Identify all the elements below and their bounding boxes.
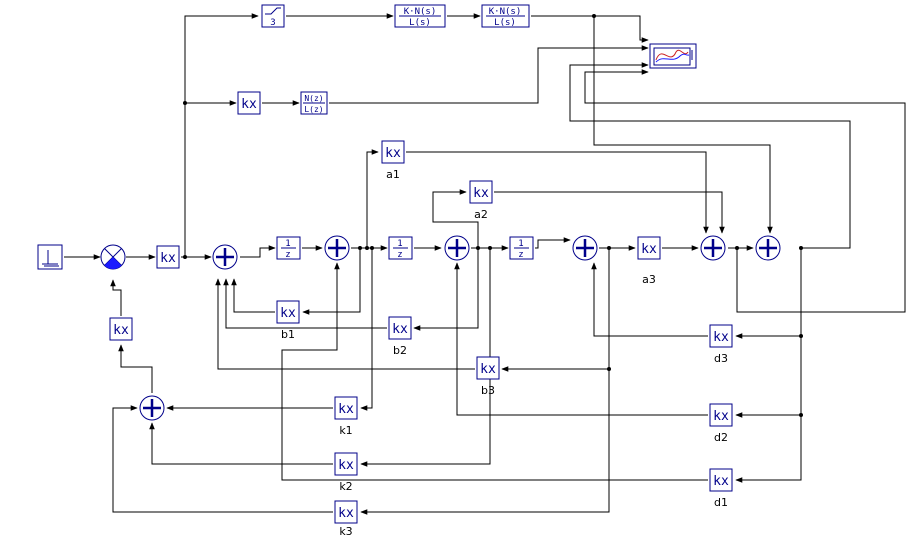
saturation-label: 3 xyxy=(270,18,275,28)
block-labels: a1 a2 a3 b1 b2 b3 k1 k2 k3 d3 d2 d1 xyxy=(281,168,728,537)
sum-block-3[interactable] xyxy=(444,235,470,261)
gain-block-k3[interactable]: kx xyxy=(334,500,358,524)
label-a2: a2 xyxy=(474,208,488,221)
gain-d1-glyph: kx xyxy=(713,474,729,489)
tf1-denominator: L(s) xyxy=(409,18,431,28)
label-k1: k1 xyxy=(339,424,352,437)
delay3-num: 1 xyxy=(518,239,523,249)
gain-block-d3[interactable]: kx xyxy=(709,324,733,348)
label-b1: b1 xyxy=(281,328,295,341)
delay3-den: z xyxy=(518,250,523,260)
delay2-den: z xyxy=(397,250,402,260)
step-source-block[interactable] xyxy=(37,244,63,270)
discrete-transfer-function[interactable]: N(z) L(z) xyxy=(300,91,328,115)
gain-a3-glyph: kx xyxy=(641,242,657,257)
delay1-den: z xyxy=(285,250,290,260)
gain-k2-glyph: kx xyxy=(338,458,354,473)
gain-block-a1[interactable]: kx xyxy=(381,140,405,164)
transfer-function-1[interactable]: K·N(s) L(s) xyxy=(394,4,446,28)
gain-b1-glyph: kx xyxy=(280,306,296,321)
unit-delay-3[interactable]: 1 z xyxy=(509,236,534,260)
label-k2: k2 xyxy=(339,480,352,493)
gain-block-b1[interactable]: kx xyxy=(276,300,300,324)
unit-delay-2[interactable]: 1 z xyxy=(388,236,413,260)
signal-wires xyxy=(64,13,906,515)
label-d1: d1 xyxy=(714,496,728,509)
gain-block-d1[interactable]: kx xyxy=(709,468,733,492)
gain-k1-glyph: kx xyxy=(338,402,354,417)
delay2-num: 1 xyxy=(397,239,402,249)
label-a3: a3 xyxy=(642,273,656,286)
gain-block-a2[interactable]: kx xyxy=(469,180,493,204)
junction-nodes xyxy=(183,14,803,417)
label-a1: a1 xyxy=(386,168,400,181)
sum-block-5[interactable] xyxy=(700,235,726,261)
unit-delay-1[interactable]: 1 z xyxy=(276,236,301,260)
gain-d2-glyph: kx xyxy=(713,409,729,424)
sum-block-6[interactable] xyxy=(755,235,781,261)
gain-feedback-glyph: kx xyxy=(113,323,129,338)
label-b3: b3 xyxy=(481,384,495,397)
gain-block-top[interactable]: kx xyxy=(237,91,261,115)
transfer-function-2[interactable]: K·N(s) L(s) xyxy=(481,4,530,28)
gain-b2-glyph: kx xyxy=(392,322,408,337)
label-b2: b2 xyxy=(393,344,407,357)
saturation-block[interactable]: 3 xyxy=(261,4,285,28)
gain-block-feedback[interactable]: kx xyxy=(109,317,133,341)
dtf-denominator: L(z) xyxy=(304,105,323,114)
gain-d3-glyph: kx xyxy=(713,330,729,345)
scope-block[interactable] xyxy=(649,43,697,69)
gain-block-b3[interactable]: kx xyxy=(476,356,500,380)
sum-block-feedback[interactable] xyxy=(139,395,165,421)
delay1-num: 1 xyxy=(285,239,290,249)
gain-block-k1[interactable]: kx xyxy=(334,396,358,420)
gain-k3-glyph: kx xyxy=(338,506,354,521)
input-summing-junction[interactable] xyxy=(100,244,126,270)
dtf-numerator: N(z) xyxy=(304,94,323,103)
sum-block-2[interactable] xyxy=(324,235,350,261)
gain-a2-glyph: kx xyxy=(473,186,489,201)
gain-block-a3[interactable]: kx xyxy=(637,236,661,260)
gain-forward-glyph: kx xyxy=(160,251,176,266)
label-d2: d2 xyxy=(714,431,728,444)
gain-block-b2[interactable]: kx xyxy=(388,316,412,340)
tf2-denominator: L(s) xyxy=(494,18,516,28)
sum-block-1[interactable] xyxy=(212,244,238,270)
gain-block-forward[interactable]: kx xyxy=(156,245,180,269)
tf1-numerator: K·N(s) xyxy=(404,7,437,17)
gain-block-d2[interactable]: kx xyxy=(709,403,733,427)
gain-a1-glyph: kx xyxy=(385,146,401,161)
gain-b3-glyph: kx xyxy=(480,362,496,377)
sum-block-4[interactable] xyxy=(572,235,598,261)
tf2-numerator: K·N(s) xyxy=(489,7,522,17)
label-d3: d3 xyxy=(714,352,728,365)
gain-top-glyph: kx xyxy=(241,97,257,112)
gain-block-k2[interactable]: kx xyxy=(334,452,358,476)
label-k3: k3 xyxy=(339,525,352,537)
